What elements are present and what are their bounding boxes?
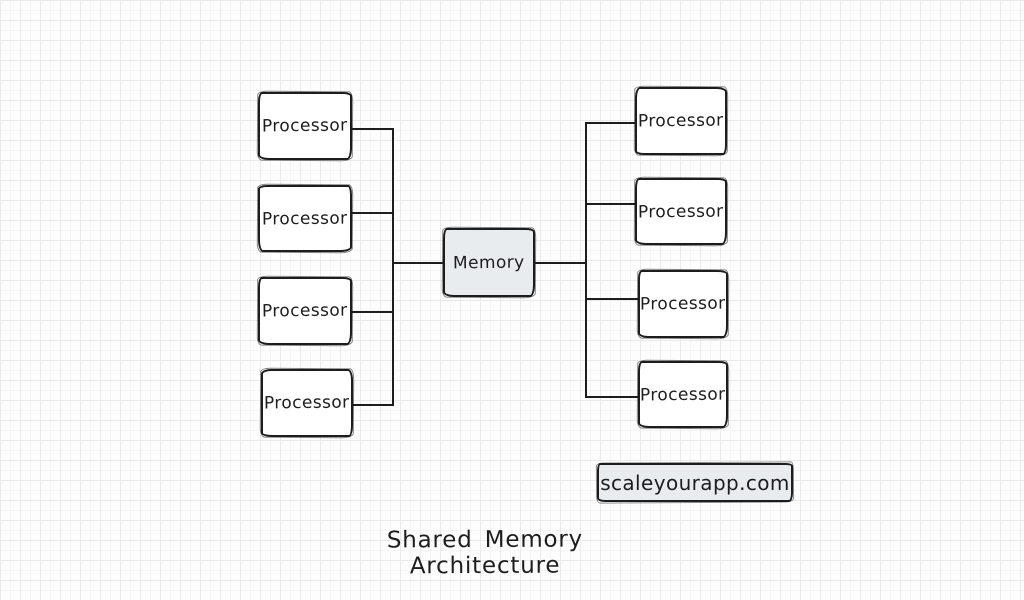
node-processor-right-2: Processor [635, 178, 727, 245]
node-processor-right-3: Processor [638, 270, 728, 338]
edge-left-4 [353, 404, 392, 406]
node-label: Processor [640, 293, 726, 315]
node-label: Processor [640, 384, 726, 405]
watermark-label: scaleyourapp.com [600, 470, 790, 495]
edge-left-1 [352, 128, 392, 130]
node-processor-left-2: Processor [258, 185, 352, 252]
node-processor-left-3: Processor [258, 277, 352, 345]
edge-right-bus [585, 122, 587, 398]
edge-right-3 [585, 298, 638, 300]
node-processor-right-4: Processor [638, 361, 728, 428]
node-label: Processor [262, 115, 348, 137]
edge-left-3 [352, 311, 392, 313]
node-processor-left-4: Processor [261, 369, 353, 437]
node-label: Processor [264, 392, 350, 414]
node-memory: Memory [443, 228, 535, 297]
edge-right-1 [585, 122, 635, 124]
node-processor-left-1: Processor [258, 92, 352, 160]
edge-left-to-memory [392, 262, 443, 264]
edge-memory-to-right [535, 262, 585, 264]
node-processor-right-1: Processor [635, 87, 727, 155]
edge-right-2 [585, 203, 635, 205]
node-label: Memory [453, 252, 525, 273]
diagram-title: Shared Memory Architecture [386, 526, 584, 580]
edge-right-4 [585, 396, 638, 398]
edge-left-bus [392, 128, 394, 406]
edge-left-2 [352, 212, 392, 214]
node-label: Processor [638, 110, 724, 132]
watermark-badge: scaleyourapp.com [597, 463, 793, 502]
node-label: Processor [262, 300, 348, 322]
node-label: Processor [638, 201, 724, 222]
node-label: Processor [262, 208, 348, 229]
